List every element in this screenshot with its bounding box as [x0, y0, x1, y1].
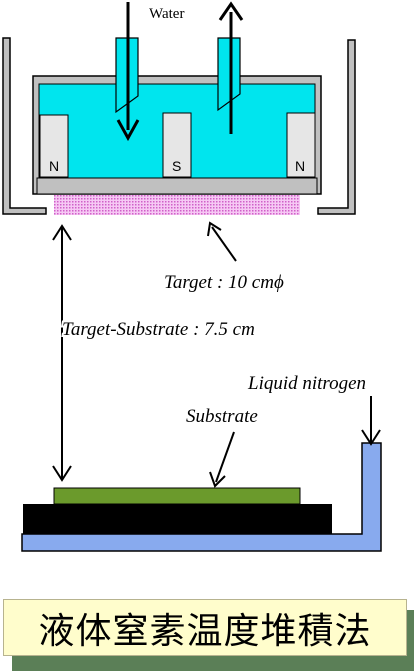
- nitrogen-arrowhead-icon: [361, 429, 381, 446]
- chamber-wall-right: [317, 39, 356, 215]
- chamber-wall-left: [2, 37, 47, 215]
- substrate-label: Substrate: [186, 406, 258, 427]
- magnet-center: [162, 112, 192, 178]
- water-out-arrowhead-icon: [218, 1, 244, 21]
- target-pointer-arrowhead-icon: [207, 221, 222, 237]
- distance-label: Target-Substrate : 7.5 cm: [62, 319, 255, 340]
- target-disc: [54, 195, 300, 215]
- target-pointer: [211, 226, 237, 262]
- water-outlet-pipe: [217, 37, 241, 112]
- backing-plate: [36, 177, 318, 195]
- target-label: Target : 10 cmϕ: [164, 272, 284, 293]
- title-box: 液体窒素温度堆積法: [3, 599, 407, 656]
- substrate-arrowhead-icon: [209, 471, 226, 488]
- distance-arrowhead-bottom-icon: [52, 465, 72, 482]
- substrate-holder: [23, 504, 332, 534]
- magnet-center-label: S: [172, 158, 181, 174]
- substrate: [53, 487, 301, 505]
- sputtering-diagram: N S N Water Target : 10 cmϕ Target-Subst…: [2, 1, 382, 552]
- water-label: Water: [149, 6, 184, 22]
- magnet-left-label: N: [49, 158, 59, 174]
- nitrogen-reservoir: [21, 442, 382, 552]
- magnet-left: [39, 114, 69, 178]
- liquid-nitrogen-label: Liquid nitrogen: [247, 373, 366, 394]
- title-text: 液体窒素温度堆積法: [38, 610, 372, 652]
- water-in-arrowhead-icon: [116, 119, 140, 142]
- magnet-right: [286, 112, 316, 178]
- distance-arrowhead-top-icon: [52, 224, 72, 241]
- magnet-right-label: N: [295, 158, 305, 174]
- substrate-pointer: [215, 431, 235, 483]
